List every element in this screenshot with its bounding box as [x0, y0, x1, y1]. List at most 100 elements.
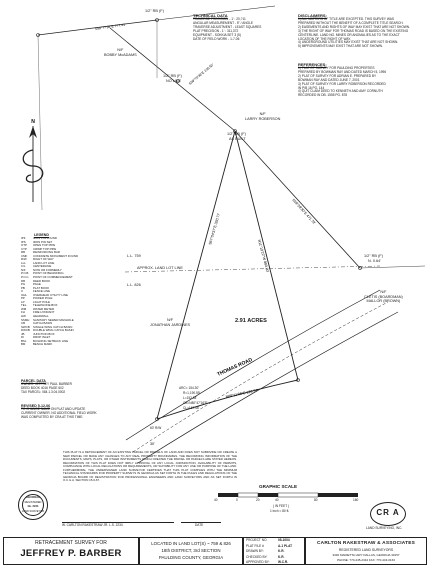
legend-symbol: LLL	[21, 260, 26, 265]
date-line	[181, 522, 221, 523]
retracement-heading: RETRACEMENT SURVEY FOR	[35, 540, 107, 546]
date-label: DATE	[195, 523, 204, 527]
legend-description: OPEN TOP PIPE	[33, 243, 56, 248]
legend-symbol: JB	[21, 331, 25, 336]
corner-pin-sw	[155, 417, 159, 421]
point-label-mid-note: AS BUILT	[229, 137, 246, 141]
legend-symbol: HW	[21, 314, 26, 319]
legend-symbol: IPF	[21, 236, 26, 240]
boundary-line-east	[234, 130, 299, 381]
checked-by: K.R.	[278, 554, 285, 559]
owner-label-north-mid: N/F LARRY ROBERSON	[245, 112, 281, 121]
scale-tick-label: 0	[236, 498, 238, 502]
disclaimer-line: 4) UNDERGROUND UTILITIES MAY EXIST THAT …	[298, 40, 399, 45]
disclaimers-heading: DISCLAIMERS:	[298, 13, 327, 18]
firm-logo-subtitle: LAND SURVEYING, INC.	[366, 526, 403, 530]
bearing-ne: S59°28'30"E 471.79'	[291, 198, 316, 225]
legend-description: CENTERLINE	[33, 264, 52, 269]
revision-heading: REVISED 5-12-06	[21, 404, 51, 408]
legend-description: CRIMP TOP PIPE	[33, 246, 57, 251]
technical-data-line: TRAVERSE PRECISION - 1' : 20,?11	[193, 17, 246, 21]
bearing-north: S59°??'35"E ???.41'	[95, 23, 127, 31]
graphic-scale-title: GRAPHIC SCALE	[259, 484, 298, 489]
legend-description: SANITARY SEWER MANHOLE	[33, 317, 74, 322]
seal-state: GEORGIA	[26, 495, 40, 499]
firm-address: 3330 MARIETTA HWY DALLAS, GEORGIA 30157	[332, 553, 400, 557]
location-line-3: PAULDING COUNTY, GEORGIA	[158, 555, 224, 560]
owner-label-right: N/F CLETIS (BOARDMAN) MALLOR (BROWN)	[364, 290, 403, 303]
legend-symbol: BM	[21, 342, 26, 347]
legend-description: LIGHT POLE	[33, 299, 50, 304]
legend-symbol: PB	[21, 285, 25, 290]
firm-logo-text: CR A	[376, 508, 400, 517]
location-line-1: LOCATED IN LAND LOT(S) ~ 759 & 826	[151, 541, 231, 546]
curve-chord: ARC= 154.30'	[179, 386, 199, 390]
title-block-project: PROJECT NO. 05-1004 PLAT FILE # A-1 PLAT…	[243, 537, 305, 565]
legend-item: LP LIGHT POLE	[21, 299, 78, 305]
disclaimer-line: CENTERLINE. LAND NO. MINES OR ANOMALIES …	[298, 32, 400, 37]
references-heading: REFERENCES:	[298, 62, 327, 67]
parcel-data-line: DEED BOOK 4016 PAGE 602	[21, 385, 64, 390]
location-line-2: 18th DISTRICT, 3rd SECTION	[161, 548, 221, 553]
signature-name: W. CARLTON RAKESTRAW JR. L.S. 2234	[62, 523, 123, 527]
legend-symbol: LP	[21, 299, 25, 304]
corner-pin-se	[296, 378, 300, 382]
technical-data-block: TECHNICAL DATA TRAVERSE PRECISION - 1' :…	[193, 13, 261, 41]
reference-line: 2) PLAT OF SURVEY FOR ADRIAN E. PREPARED…	[298, 73, 377, 78]
legend-description: POINT OF COMMENCEMENT	[33, 275, 73, 280]
reference-line: RECORDED IN DB. 1555 PG. 878	[298, 93, 348, 98]
legend-description: BUILDING SETBACK LINE	[33, 338, 69, 343]
plat-file-label: PLAT FILE #	[246, 543, 264, 548]
certification-paragraph: THIS PLAT IS A RETRACEMENT OF AN EXISTIN…	[63, 450, 237, 482]
owner-label-north-left: N/F BOBBY McADAMS	[104, 48, 137, 57]
legend-description: FIRE HYDRANT	[33, 310, 55, 315]
bearing-west: S67°04'37"E 330.77'	[208, 212, 221, 245]
boundary-line-northeast	[109, 27, 236, 132]
scale-unit: ( IN FEET )	[273, 504, 290, 508]
seal-title: LAND SURVEYOR	[21, 510, 45, 513]
surveyor-seal: GEORGIA REGISTERED No. 2234 LAND SURVEYO…	[18, 490, 48, 520]
boundary-line-south	[156, 379, 299, 420]
corner-pin-left	[176, 79, 180, 83]
curve-bearing: CB=N80°47'16"E	[183, 401, 208, 405]
land-lot-line-label: APPROX. LAND LOT LINE	[137, 266, 183, 270]
technical-data-line: TRAVERSE ADJUSTMENT - LEAST SQUARES	[193, 24, 262, 29]
project-no: 05-1004	[278, 538, 290, 542]
legend-description: SINGLE WING CATCH BASIN	[33, 324, 73, 329]
scale-ratio: 1 inch = 80 ft.	[270, 509, 290, 513]
point-label-right-note: N. 0.64'	[368, 259, 381, 263]
point-label-top: 1/2" RB (F)	[145, 9, 164, 13]
reference-line: 4) QUIT CLAIM DEED TO KENNETH AND AMY CO…	[298, 89, 383, 94]
disclaimers-block: DISCLAIMERS: 1) ALL MATTERS OF TITLE ARE…	[298, 13, 410, 49]
references-block: REFERENCES: 1) PLAT OF SURVEY FOR PAULDI…	[298, 62, 386, 98]
curve-chord-length: CL=167.46'	[183, 406, 200, 410]
technical-data-line: ANGULAR MEASUREMENT - 5" / ANGLE	[193, 20, 254, 25]
disclaimer-line: 2) EASEMENTS AND RIGHTS OF WAY MAY EXIST…	[298, 24, 410, 29]
legend-description: HEADWALL	[33, 314, 49, 319]
legend-item: P.O.C.POINT OF COMMENCEMENT	[21, 275, 78, 280]
plat-file: A-1 PLAT	[278, 543, 293, 548]
road-name: THOMAS ROAD	[216, 357, 253, 378]
scale-tick-label: 160	[353, 498, 359, 502]
title-block-client: RETRACEMENT SURVEY FOR JEFFREY P. BARBER	[3, 537, 139, 565]
road-rw-south	[137, 311, 399, 464]
legend-symbol: OHL	[21, 292, 27, 297]
client-name: JEFFREY P. BARBER	[20, 548, 122, 559]
legend-description: PAGE	[33, 282, 41, 287]
boundary-line-ne	[234, 130, 361, 269]
scale-tick-label: 40	[275, 498, 279, 502]
legend-item: P.O.B.POINT OF BEGINNING	[21, 272, 78, 276]
curve-length: L=152.54'	[183, 396, 197, 400]
reference-line: PREPARED BY BOWMAN RAY AND DATED MARCH 5…	[298, 69, 387, 74]
